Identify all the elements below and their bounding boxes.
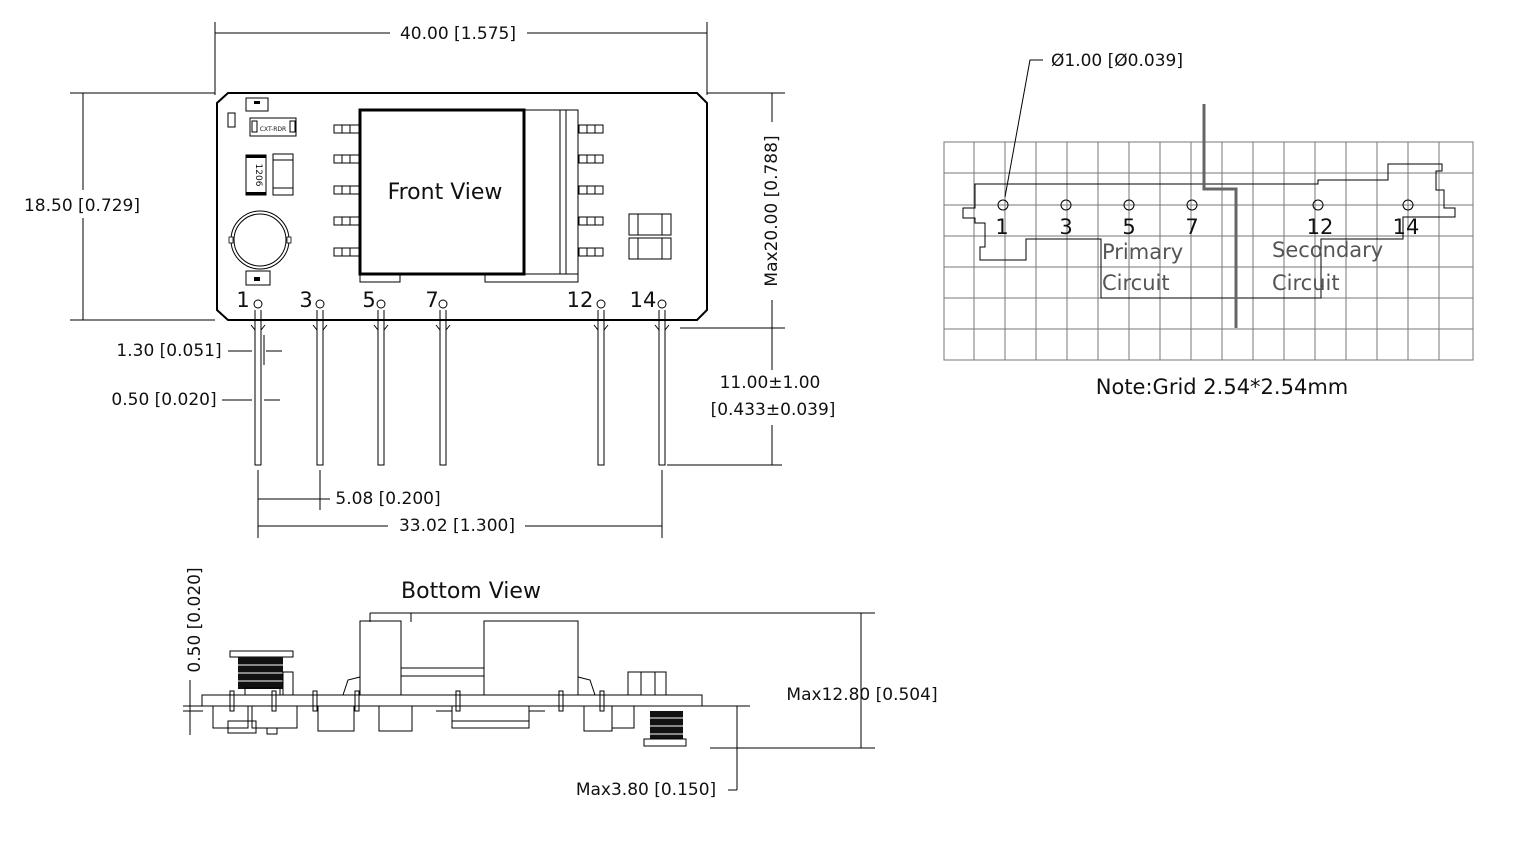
front-view-title: Front View xyxy=(388,180,503,205)
pins xyxy=(250,299,670,466)
width-dimension: 40.00 [1.575] xyxy=(400,24,516,44)
footprint-pin-label: 12 xyxy=(1307,215,1334,239)
pcb-thickness-dimension: 0.50 [0.020] xyxy=(185,567,205,672)
height-dimension: 18.50 [0.729] xyxy=(24,196,140,216)
footprint-pin-label: 1 xyxy=(995,215,1008,239)
grid-note: Note:Grid 2.54*2.54mm xyxy=(1096,375,1348,399)
hole-diameter-dimension: Ø1.00 [Ø0.039] xyxy=(1051,51,1183,71)
max-height-dimension: Max12.80 [0.504] xyxy=(786,685,937,705)
primary-circuit-label: Primary xyxy=(1102,240,1183,264)
secondary-circuit-label: Secondary xyxy=(1272,238,1383,262)
pin-span-dimension: 33.02 [1.300] xyxy=(399,516,515,536)
pin-length-dimension: 11.00±1.00 xyxy=(720,373,821,393)
svg-text:CXT-RDR: CXT-RDR xyxy=(260,126,286,133)
secondary-circuit-label: Circuit xyxy=(1272,271,1340,295)
pcb-outline xyxy=(216,92,708,321)
front-view: 40.00 [1.575] 18.50 [0.729] CXT-RDR 1206 xyxy=(24,22,835,538)
pin-pitch-dimension: 5.08 [0.200] xyxy=(335,489,440,509)
pin-label: 12 xyxy=(567,288,594,312)
pin-label: 1 xyxy=(236,288,249,312)
pin-width-dimension: 1.30 [0.051] xyxy=(116,341,221,361)
bottom-view: Bottom View Max12.80 [0.504] xyxy=(183,567,938,800)
pin-length-dimension-inch: [0.433±0.039] xyxy=(711,400,836,420)
max-height-dimension: Max20.00 [0.788] xyxy=(762,135,782,286)
bottom-view-title: Bottom View xyxy=(401,579,541,604)
footprint-pin-label: 5 xyxy=(1122,215,1135,239)
pin-label: 14 xyxy=(630,288,657,312)
pin-thickness-dimension: 0.50 [0.020] xyxy=(111,390,216,410)
pin-label: 7 xyxy=(425,288,438,312)
footprint-view: Ø1.00 [Ø0.039] 1 3 5 7 12 14 Primary Cir… xyxy=(943,51,1474,399)
footprint-pin-label: 7 xyxy=(1185,215,1198,239)
component-marking: 1206 xyxy=(253,164,263,187)
pin-label: 5 xyxy=(362,288,375,312)
isolation-barrier xyxy=(1202,104,1238,328)
footprint-pin-label: 3 xyxy=(1059,215,1072,239)
footprint-grid xyxy=(943,141,1474,361)
pin-label: 3 xyxy=(299,288,312,312)
primary-circuit-label: Circuit xyxy=(1102,271,1170,295)
max-below-dimension: Max3.80 [0.150] xyxy=(576,780,716,800)
footprint-pin-label: 14 xyxy=(1393,215,1420,239)
